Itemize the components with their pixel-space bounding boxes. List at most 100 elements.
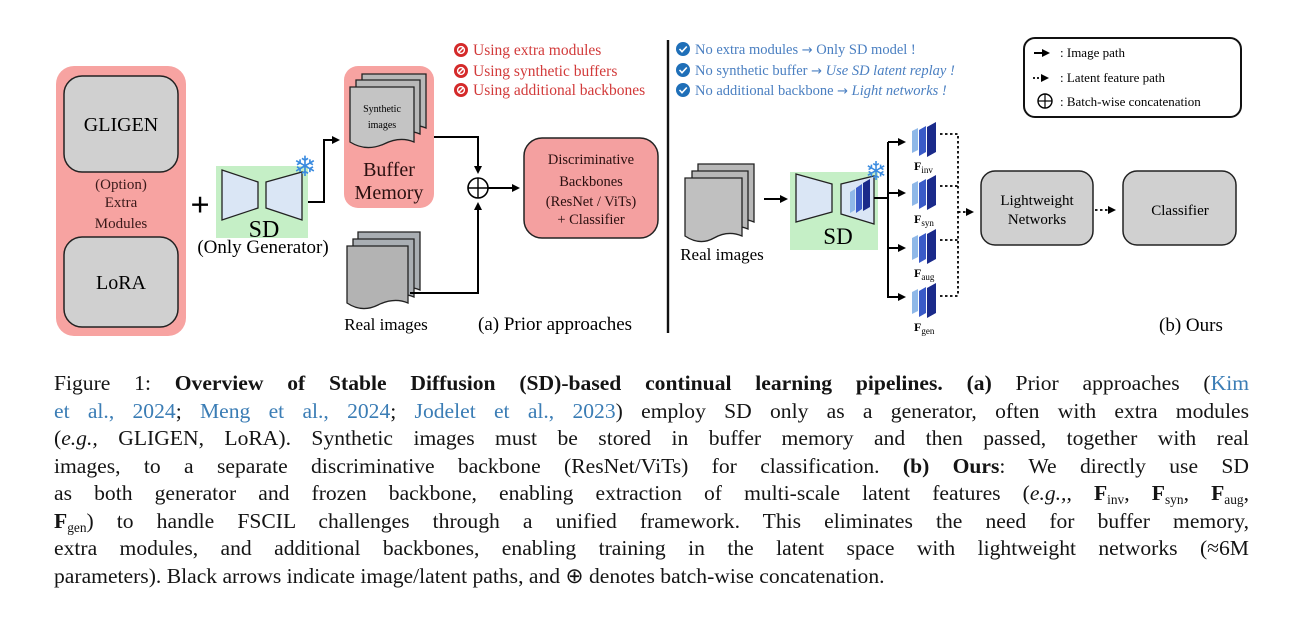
caption-text: F (1151, 481, 1165, 505)
benefit-result: Light networks ! (851, 83, 947, 99)
caption-line: images, to a separate discriminative bac… (54, 453, 1249, 481)
lora-box (63, 236, 179, 328)
classifier-label: Classifier (1151, 203, 1209, 219)
drawback-list: Using extra modules Using synthetic buff… (454, 42, 645, 99)
snowflake-icon: ❄ (293, 152, 316, 183)
concat-oplus-icon (467, 177, 489, 199)
caption-text: , (1066, 481, 1094, 505)
lightweight-networks-box (980, 170, 1094, 246)
caption-text: Overview of Stable Diffusion (SD)-based … (174, 371, 943, 395)
classifier-box (1122, 170, 1237, 246)
caption-text: ; (175, 398, 200, 423)
caption-text: ) employ SD only as a generator, often w… (615, 398, 1249, 423)
pipeline-figure: GLIGEN (Option) Extra Modules LoRA + ❄ S… (56, 37, 1242, 336)
feature-label: Fgen (914, 320, 935, 336)
caption-text: , (1124, 481, 1152, 505)
drawback-item: Using synthetic buffers (454, 63, 617, 80)
caption-text: images, to a separate discriminative bac… (54, 453, 903, 478)
drawback-label: Using additional backbones (473, 82, 645, 99)
caption-line: as both generator and frozen backbone, e… (54, 480, 1249, 508)
feature-slab (927, 175, 936, 210)
feature-slab (919, 233, 926, 263)
caption-text: Figure 1: (54, 371, 175, 395)
caption-line: extra modules, and additional backbones,… (54, 535, 1249, 563)
citation-link[interactable]: Jodelet et al., 2023 (414, 398, 616, 423)
caption-text: extra modules, and additional backbones,… (54, 536, 1249, 560)
caption-text (943, 371, 967, 395)
feature-slab (919, 126, 926, 156)
caption-text: Prior approaches ( (991, 371, 1211, 395)
citation-link[interactable]: Kim (1210, 371, 1249, 395)
feature-slab (912, 235, 918, 260)
ours-panel: No extra modules → Only SD model ! No sy… (676, 42, 1237, 336)
snowflake-icon: ❄ (865, 157, 887, 186)
oplus-icon (1037, 93, 1053, 109)
caption-line: et al., 2024; Meng et al., 2024; Jodelet… (54, 398, 1249, 426)
benefit-plain: No additional backbone (695, 83, 834, 99)
extra-label: Extra (105, 195, 138, 211)
synthetic-label: Synthetic (363, 104, 401, 115)
citation-link[interactable]: et al., 2024 (54, 398, 176, 423)
legend-label: : Batch-wise concatenation (1060, 94, 1201, 109)
drawback-item: Using extra modules (454, 42, 601, 59)
feature-map-inv: Finv (912, 122, 936, 175)
images-label: images (368, 120, 396, 131)
buffer-label: Buffer (363, 159, 415, 181)
sd-encoder-shape (795, 173, 833, 223)
benefit-result: Use SD latent replay ! (826, 63, 955, 79)
feature-slab (927, 122, 936, 157)
backbone-line-1: Discriminative (548, 152, 634, 168)
legend-label: : Latent feature path (1060, 70, 1166, 85)
panel-label-b: (b) Ours (1159, 315, 1223, 336)
feature-slab (919, 179, 926, 209)
caption-text: syn (1164, 492, 1184, 508)
benefit-item: No extra modules → Only SD model ! (676, 42, 916, 58)
sd-to-buffer-arrow (308, 136, 340, 203)
arrow-icon: → (811, 64, 822, 79)
feature-slab (912, 289, 918, 314)
backbone-line-4: + Classifier (557, 212, 625, 228)
citation-link[interactable]: Meng et al., 2024 (199, 398, 391, 423)
benefit-plain: No synthetic buffer (695, 63, 808, 79)
benefit-item: No additional backbone → Light networks … (676, 83, 947, 99)
feature-map-aug: Faug (912, 229, 936, 282)
caption-text: ) to handle FSCIL challenges through a u… (86, 508, 1249, 533)
caption-text: ( (54, 426, 62, 450)
check-icon (676, 83, 690, 97)
feature-slab (927, 283, 936, 318)
arrow-icon: → (802, 43, 813, 58)
real-images-label-ours: Real images (680, 245, 764, 264)
prior-approaches-panel: GLIGEN (Option) Extra Modules LoRA + ❄ S… (56, 42, 659, 336)
feature-slab (927, 229, 936, 264)
benefit-item: No synthetic buffer → Use SD latent repl… (676, 63, 955, 79)
feature-slab (912, 128, 918, 153)
gligen-box (63, 75, 179, 173)
caption-text: e.g., (61, 426, 98, 450)
networks-label: Networks (1008, 212, 1066, 228)
caption-text: GLIGEN, LoRA). Synthetic images must be … (97, 426, 1249, 450)
caption-text: (a) (966, 371, 992, 395)
arrow-icon: → (837, 84, 848, 99)
caption-text: : We directly use SD (999, 453, 1249, 478)
caption-text: F (1211, 481, 1225, 505)
memory-label: Memory (355, 182, 424, 204)
backbone-line-2: Backbones (559, 174, 623, 190)
sd-sublabel: (Only Generator) (197, 237, 328, 258)
caption-text: ; (390, 398, 415, 423)
caption-text: F (54, 508, 68, 533)
caption-text: , (1183, 481, 1212, 505)
buffer-to-concat-arrow (434, 136, 482, 174)
real-to-concat-arrow (410, 202, 482, 294)
caption-text: inv (1107, 492, 1125, 508)
option-label: (Option) (95, 177, 147, 193)
synthetic-images-stack (349, 73, 427, 149)
caption-text: F (1093, 481, 1108, 505)
real-images-stack-prior (346, 231, 421, 310)
benefit-result: Only SD model ! (816, 42, 915, 58)
caption-line: Fgen) to handle FSCIL challenges through… (54, 508, 1249, 536)
drawback-label: Using extra modules (473, 42, 601, 59)
feature-label: Fsyn (914, 212, 934, 228)
check-icon (676, 42, 690, 56)
caption-text: , (1243, 481, 1249, 505)
benefit-list: No extra modules → Only SD model ! No sy… (676, 42, 955, 99)
